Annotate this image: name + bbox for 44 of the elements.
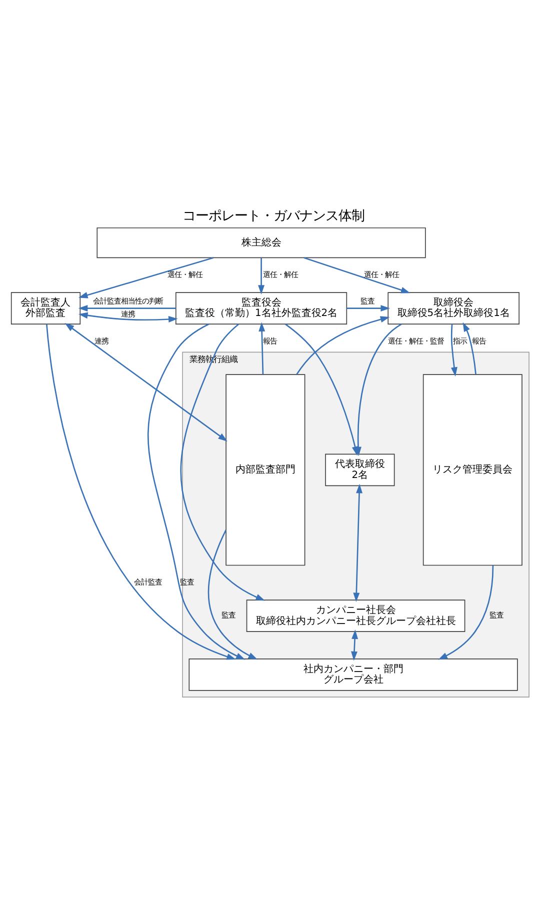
arrow bbox=[462, 322, 476, 374]
edge-label: 指示 bbox=[452, 336, 467, 346]
node-box: 内部監査部門 bbox=[226, 374, 306, 566]
edge-label: 選任・解任・監督 bbox=[388, 336, 444, 346]
node-box: 会計監査人 外部監査 bbox=[10, 292, 81, 324]
arrow bbox=[304, 257, 410, 294]
arrow bbox=[353, 484, 363, 602]
arrow bbox=[46, 324, 236, 660]
arrow bbox=[64, 322, 228, 442]
arrow bbox=[258, 258, 265, 294]
arrow bbox=[180, 324, 266, 601]
arrow bbox=[450, 324, 458, 377]
node-box: リスク管理委員会 bbox=[422, 374, 522, 566]
arrow bbox=[78, 257, 214, 298]
edge-label: 監査 bbox=[222, 610, 236, 620]
edge-label: 会計監査相当性の判断 bbox=[93, 296, 164, 306]
edge-label: 選任・解任 bbox=[262, 270, 298, 279]
edge-label: 監査 bbox=[180, 577, 194, 586]
arrow bbox=[78, 312, 178, 323]
edge-label: 会計監査 bbox=[134, 577, 162, 586]
edge-label: 連携 bbox=[121, 310, 136, 319]
arrow bbox=[354, 324, 402, 456]
arrow bbox=[78, 305, 176, 312]
edge-label: 報告 bbox=[262, 336, 277, 346]
arrow bbox=[148, 323, 246, 660]
arrow bbox=[258, 322, 266, 374]
node-box: 代表取締役 2名 bbox=[325, 454, 395, 486]
diagram-title: コーポレート・ガバナンス体制 bbox=[182, 209, 364, 224]
arrow bbox=[438, 565, 494, 660]
edge-label: 報告 bbox=[472, 336, 486, 346]
node-box: 社内カンパニー・部門 グループ会社 bbox=[188, 658, 518, 691]
arrow bbox=[351, 630, 358, 661]
arrow bbox=[296, 316, 390, 375]
node-box: 監査役会 監査役（常勤）1名社外監査役2名 bbox=[175, 292, 348, 324]
node-box: カンパニー社長会 取締役社内カンパニー社長グループ会社社長 bbox=[246, 600, 466, 632]
edge-label: 連携 bbox=[94, 336, 109, 346]
arrow bbox=[346, 305, 390, 312]
edge-label: 監査 bbox=[360, 296, 374, 306]
edge-label: 監査 bbox=[489, 610, 504, 620]
edge-label: 選任・解任 bbox=[364, 270, 399, 279]
arrow bbox=[208, 530, 258, 660]
node-box: 取締役会 取締役5名社外取締役1名 bbox=[388, 292, 520, 324]
node-box: 株主総会 bbox=[96, 227, 426, 258]
edge-label: 選任・解任 bbox=[168, 270, 203, 279]
